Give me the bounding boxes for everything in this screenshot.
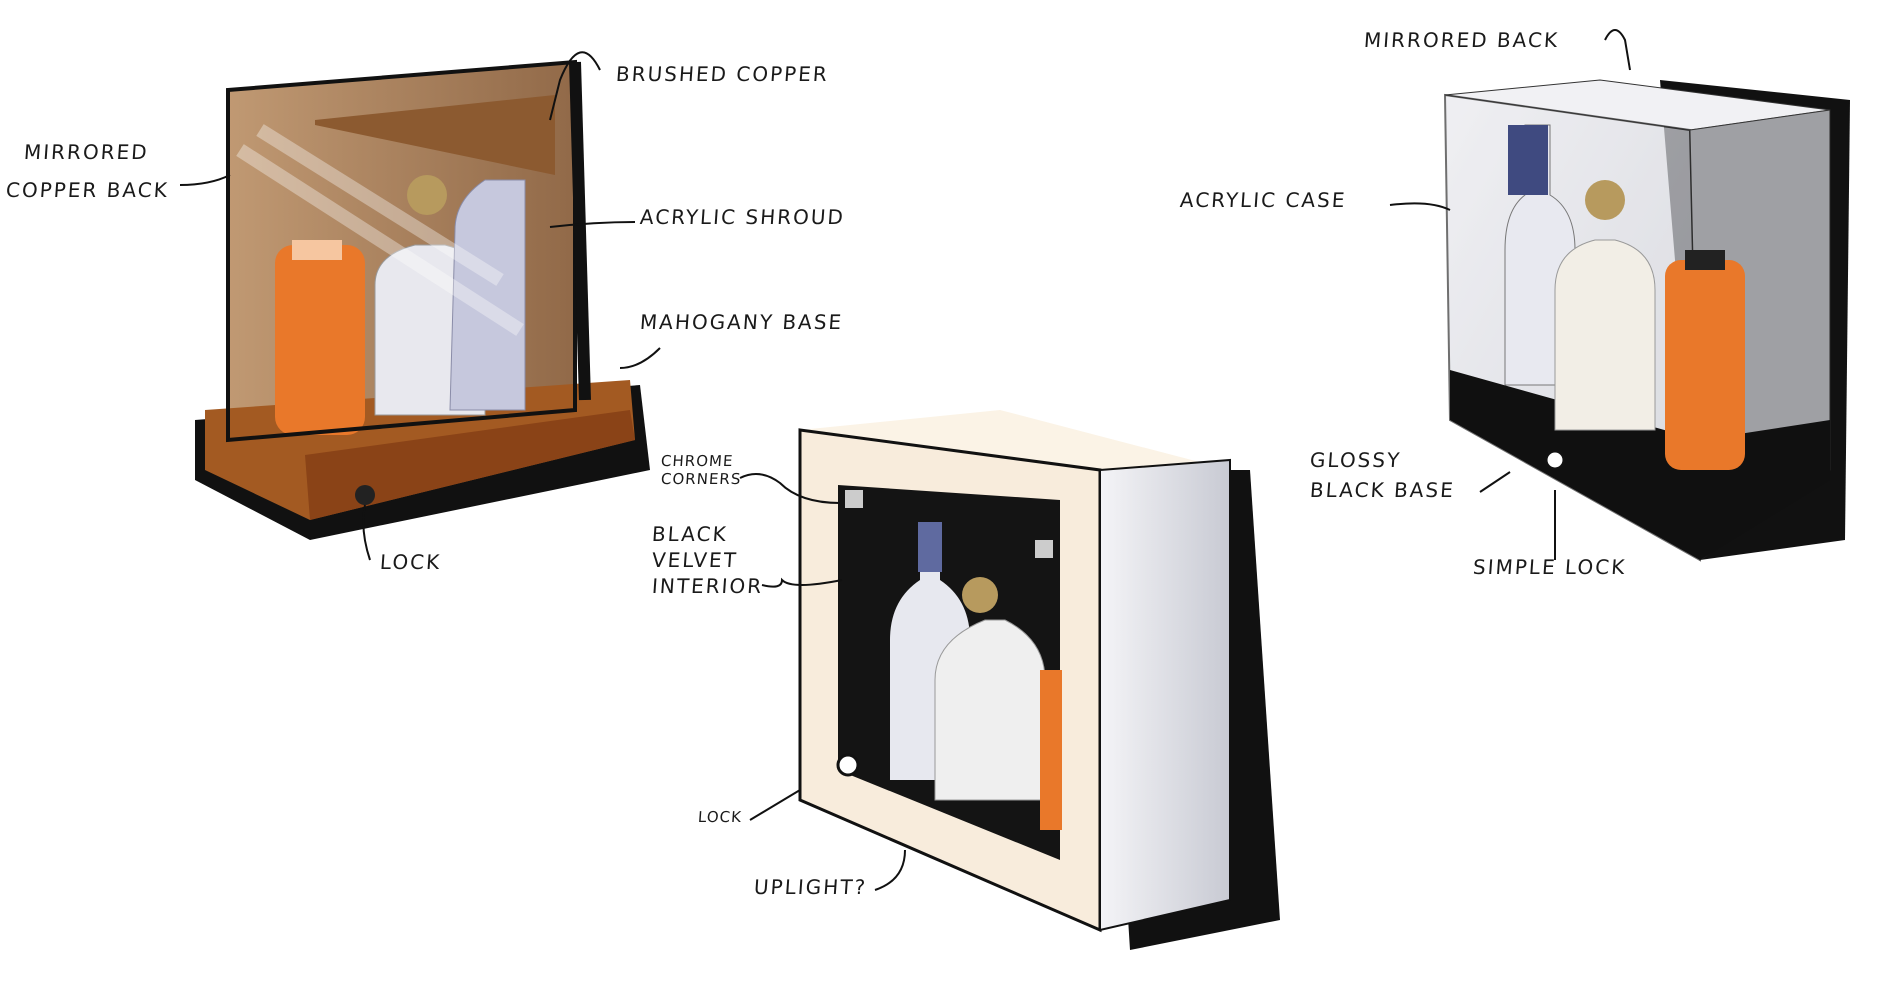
label-acrylic-case: ACRYLIC CASE — [1179, 188, 1348, 212]
chrome-corner — [845, 490, 863, 508]
label-velvet-line1: BLACK — [651, 522, 729, 546]
label-acrylic-shroud: ACRYLIC SHROUD — [639, 205, 846, 229]
lock-icon — [355, 485, 375, 505]
label-brushed-copper: BRUSHED COPPER — [615, 62, 830, 86]
label-lock-center: LOCK — [697, 808, 743, 826]
orange-bottle — [275, 245, 365, 435]
label-glossy-line1: GLOSSY — [1309, 448, 1403, 472]
label-velvet-line2: VELVET — [651, 548, 739, 572]
label-mirrored-back: MIRRORED BACK — [1363, 28, 1560, 52]
label-lock-left: LOCK — [379, 550, 443, 574]
copper-case-sketch — [195, 59, 650, 540]
tequila-bottle — [934, 619, 1046, 801]
lock-icon — [1544, 449, 1566, 471]
label-mirrored-copper-back-line1: MIRRORED — [23, 140, 150, 164]
chrome-corner — [1035, 540, 1053, 558]
tequila-bottle — [1554, 239, 1656, 431]
label-glossy-line2: BLACK BASE — [1309, 478, 1456, 502]
label-chrome-corners-line1: CHROME — [660, 452, 735, 470]
label-simple-lock: SIMPLE LOCK — [1472, 555, 1628, 579]
lock-icon — [836, 753, 860, 777]
orange-bottle — [1665, 260, 1745, 470]
annotation-leaders — [179, 29, 1631, 891]
label-velvet-line3: INTERIOR — [651, 574, 764, 598]
acrylic-case-sketch — [1443, 79, 1850, 562]
label-chrome-corners-line2: CORNERS — [660, 470, 742, 488]
cream-case-sketch — [798, 410, 1280, 950]
vodka-bottle — [449, 179, 526, 411]
label-mahogany-base: MAHOGANY BASE — [639, 310, 845, 334]
label-mirrored-copper-back-line2: COPPER BACK — [5, 178, 170, 202]
label-uplight: UPLIGHT? — [753, 875, 868, 899]
